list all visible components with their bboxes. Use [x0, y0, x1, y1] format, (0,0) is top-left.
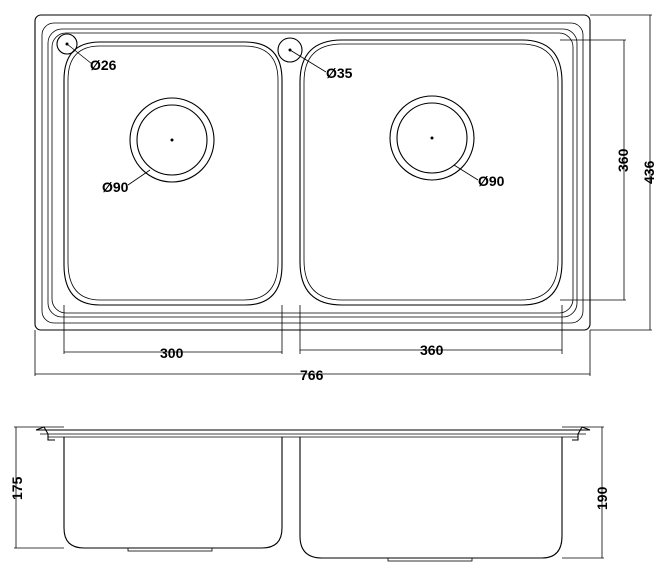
- side-view: 175 190: [9, 426, 610, 562]
- sink-rim-inner-3: [51, 32, 574, 314]
- left-bowl-inner-outline: [67, 45, 279, 301]
- overall-depth-label: 436: [641, 160, 657, 184]
- left-bowl-outline: [63, 41, 283, 306]
- left-bowl-profile: [63, 437, 283, 549]
- tap-hole-center-label: Ø35: [326, 65, 353, 81]
- sink-outer-rim: [34, 14, 591, 331]
- right-bowl-width-label: 360: [420, 342, 444, 358]
- right-depth-label: 190: [594, 486, 610, 510]
- right-bowl-outline: [299, 39, 563, 306]
- left-drain: [129, 97, 215, 183]
- right-bowl-inner-outline: [303, 43, 559, 301]
- bowl-length-label: 360: [615, 148, 631, 172]
- sink-rim-inner-1: [41, 22, 584, 324]
- tap-hole-left-label: Ø26: [90, 57, 117, 73]
- overall-width-label: 766: [300, 367, 324, 383]
- right-bowl-profile: [299, 437, 563, 559]
- drain-left-label: Ø90: [102, 179, 129, 195]
- sink-rim-inner-2: [47, 28, 578, 318]
- left-depth-label: 175: [9, 476, 25, 500]
- right-drain: [389, 95, 475, 181]
- left-bowl-width-label: 300: [160, 345, 184, 361]
- top-view: Ø26 Ø35 Ø90 Ø90 300 360 766 360 436: [34, 14, 657, 383]
- drain-right-label: Ø90: [478, 173, 505, 189]
